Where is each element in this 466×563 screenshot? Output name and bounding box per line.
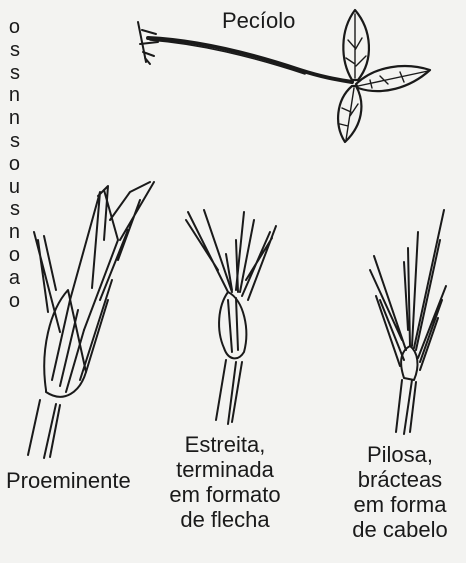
stipule-proeminente [28, 182, 154, 458]
label-line: de cabelo [330, 517, 466, 542]
label-estreita: Estreita, terminada em formato de flecha [150, 432, 300, 532]
label-line: em formato [150, 482, 300, 507]
label-line: de flecha [150, 507, 300, 532]
petiole-base [138, 22, 158, 64]
stipule-pilosa [370, 210, 446, 434]
stem [396, 380, 416, 434]
label-line: em forma [330, 492, 466, 517]
stipule-estreita [186, 210, 276, 424]
label-line: Estreita, [150, 432, 300, 457]
label-pilosa: Pilosa, brácteas em forma de cabelo [330, 442, 466, 542]
stem [216, 360, 242, 424]
petiole-stem [148, 38, 352, 82]
label-line: brácteas [330, 467, 466, 492]
label-peciolo: Pecíolo [222, 8, 295, 33]
label-proeminente: Proeminente [6, 468, 131, 493]
label-line: terminada [150, 457, 300, 482]
stem [28, 400, 60, 458]
leaflet-top [343, 10, 369, 80]
label-line: Pilosa, [330, 442, 466, 467]
